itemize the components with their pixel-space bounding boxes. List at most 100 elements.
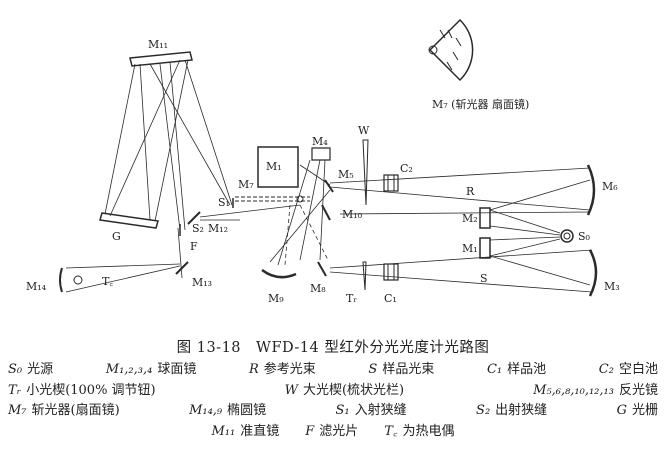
legend-symbol: Tᵣ (8, 382, 22, 398)
label-m8: M₈ (310, 282, 326, 295)
legend-item: R 参考光束 (249, 360, 316, 381)
m8-mirror (317, 261, 327, 277)
legend-symbol: S₁ (335, 403, 350, 418)
legend-symbol: F (305, 423, 315, 439)
wedge-tr (362, 261, 367, 291)
legend-item: C₂ 空白池 (599, 360, 658, 381)
legend-symbol: R (248, 362, 259, 377)
figure-caption: 图 13-18 WFD-14 型红外分光光度计光路图 (176, 340, 490, 356)
legend-symbol: T꜀ (384, 423, 398, 439)
legend-text: 为热电偶 (402, 423, 455, 439)
legend-text: 小光楔(100% 调节钮) (26, 382, 156, 398)
grating-g (99, 212, 159, 229)
label-m11: M₁₁ (148, 38, 168, 51)
label-s: S (480, 272, 488, 285)
diagram-labels: M₁₁ M₁ M₄ M₅ M₇ W C₂ R M₆ M₂ M₁ S₀ S M₃ … (26, 38, 620, 305)
label-c2: C₂ (400, 162, 413, 175)
legend-symbol: M₅,₆,₈,₁₀,₁₂,₁₃ (533, 382, 614, 398)
label-m1: M₁ (462, 242, 478, 255)
label-m2: M₂ (462, 212, 478, 225)
m5-mirror (324, 179, 334, 193)
label-tr: Tᵣ (346, 292, 357, 305)
legend-text: 斩光器(扇面镜) (31, 403, 120, 418)
legend-symbol: M₇ (8, 403, 27, 418)
label-f: F (190, 240, 198, 253)
legend-symbol: S (368, 362, 378, 377)
legend-item: T꜀为热电偶 (384, 422, 454, 443)
label-m10: M₁₀ (342, 208, 363, 221)
m3-spherical-mirror (588, 249, 598, 297)
legend-text: 反光镜 (618, 382, 658, 398)
legend-item: G 光栅 (617, 401, 658, 422)
label-m6: M₆ (602, 180, 618, 193)
label-s0: S₀ (578, 230, 591, 243)
label-c1: C₁ (384, 292, 397, 305)
m2-mirror (479, 207, 491, 229)
m12-mirror (187, 204, 301, 225)
label-w: W (358, 124, 370, 137)
legend-text: 大光楔(梳状光栏) (302, 382, 405, 398)
legend-text: 椭圆镜 (227, 403, 267, 418)
optical-path-diagram: M₁₁ M₁ M₄ M₅ M₇ W C₂ R M₆ M₂ M₁ S₀ S M₃ … (26, 18, 620, 305)
sample-beam (329, 249, 593, 293)
label-m3: M₃ (604, 280, 620, 293)
m3-m4-mirror-block (311, 147, 331, 161)
legend-text: 出射狭缝 (495, 403, 548, 418)
legend-text: 样品光束 (382, 362, 435, 377)
label-g: G (112, 230, 121, 243)
label-tc: T꜀ (102, 275, 113, 288)
legend-symbol: S₀ (8, 362, 23, 377)
m13-mirror (175, 261, 189, 275)
cell-c2 (383, 174, 399, 192)
chopper-fan-inset (428, 18, 474, 82)
m9-ellipsoid-mirror (261, 268, 297, 279)
m10-mirror (321, 204, 331, 221)
legend-symbol: G (616, 403, 627, 418)
source-s0 (560, 229, 574, 243)
label-m7: M₇ (238, 178, 254, 191)
legend-symbol: M₁₁ (211, 423, 236, 439)
monochromator-beams (104, 59, 233, 279)
label-m1-box: M₁ (266, 160, 282, 173)
legend-text: 准直镜 (240, 423, 280, 439)
label-m4: M₄ (312, 135, 328, 148)
label-s2: S₂ (192, 222, 204, 235)
m14-ellipsoid-mirror (59, 263, 181, 293)
reference-beam (329, 167, 591, 215)
wedge-w (362, 139, 369, 206)
inset-caption: M₇ (斩光器 扇面镜) (432, 97, 529, 111)
legend-item: M₇ 斩光器(扇面镜) (8, 401, 120, 422)
legend-symbol: C₁ (486, 362, 503, 377)
label-r: R (466, 185, 475, 198)
m1-mirror (479, 237, 491, 259)
legend-text: 参考光束 (263, 362, 316, 377)
central-beams (269, 159, 331, 266)
label-m13: M₁₃ (192, 276, 212, 289)
legend-text: 球面镜 (157, 362, 197, 377)
legend-text: 空白池 (618, 362, 658, 377)
legend-text: 滤光片 (319, 423, 359, 439)
legend-symbol: C₂ (598, 362, 614, 377)
label-m12: M₁₂ (208, 222, 228, 235)
legend-symbol: W (284, 382, 298, 398)
legend-item: S 样品光束 (368, 360, 434, 381)
legend-text: 光栅 (631, 403, 658, 418)
cell-c1 (383, 263, 399, 281)
label-s1: S₁ (218, 196, 230, 209)
m6-spherical-mirror (586, 164, 596, 216)
